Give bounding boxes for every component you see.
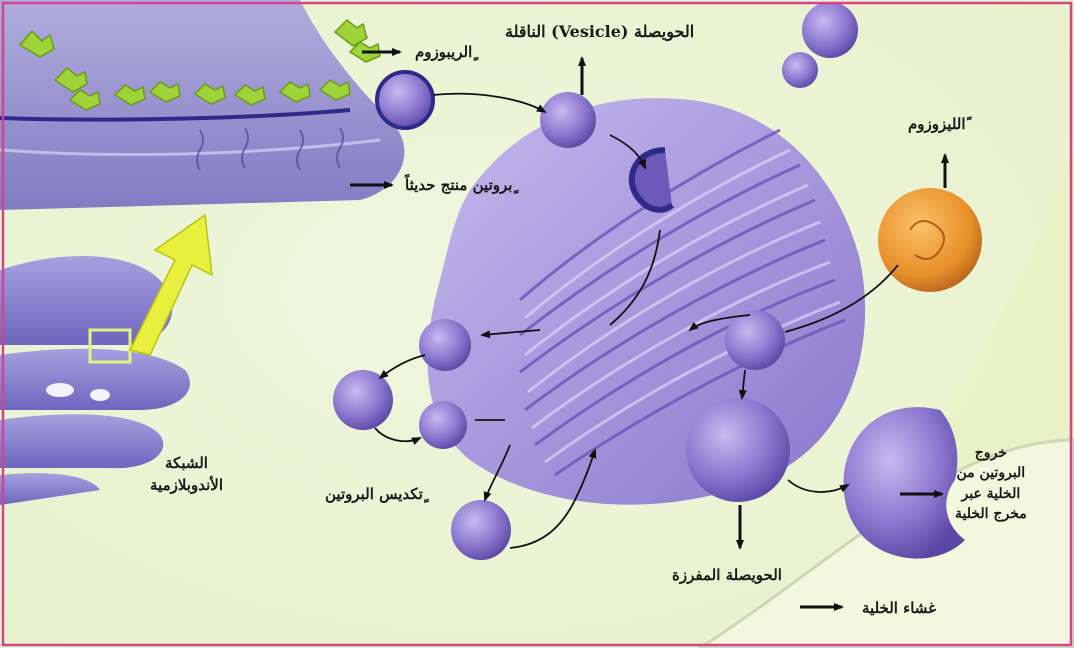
protein-packaging-label: ٍتكديس البروتين [325,484,423,506]
lysosome [878,188,982,292]
vesicle-left-1 [419,319,471,371]
vesicle-label: الحويصلة (Vesicle) الناقلة [505,20,694,43]
vesicle-right [725,310,785,370]
ribosome-label: ٍالريبوزوم [415,42,472,64]
secretory-vesicle [686,398,790,502]
vesicle-left-3 [419,401,467,449]
top-vesicle [802,2,858,58]
lysosome-label: ًالليزوزوم [908,114,966,136]
protein-exit-label: خروج البروتين من الخلية عبر مخرج الخلية [955,443,1027,524]
cell-membrane-label: غشاء الخلية [862,598,936,620]
vesicle-bottom [451,500,511,560]
vesicle-left-2 [333,370,393,430]
fusing-vesicle [632,150,672,210]
er-label: الشبكة الأندوبلازمية [150,453,223,497]
budding-vesicle [377,72,433,128]
transport-vesicle [540,92,596,148]
new-protein-label: ٍبروتين منتج حديثاً [405,175,512,197]
secretory-vesicle-label: الحويصلة المفرزة [672,565,782,587]
